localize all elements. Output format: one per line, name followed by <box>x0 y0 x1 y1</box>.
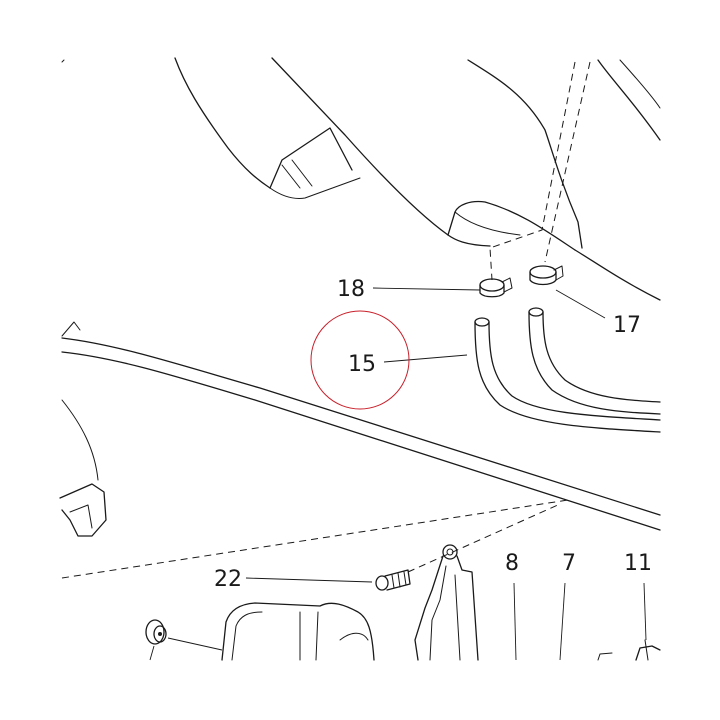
callout-11: 11 <box>624 551 652 576</box>
callout-7: 7 <box>562 551 576 576</box>
assembly-line-lower <box>61 499 569 579</box>
frame-rail <box>61 321 661 531</box>
callout-8: 8 <box>505 551 519 576</box>
callout-15: 15 <box>348 352 376 377</box>
right-lower-parts <box>597 639 661 661</box>
leader-18 <box>372 287 481 291</box>
hose-clamp-17 <box>529 265 564 286</box>
leader-bushing-down <box>149 645 155 661</box>
highlight-circle <box>310 310 410 410</box>
left-bracket <box>59 399 107 537</box>
callout-18: 18 <box>337 277 365 302</box>
lower-cover-panel <box>221 602 375 661</box>
leader-15 <box>383 354 468 363</box>
callout-17: 17 <box>613 313 641 338</box>
leader-17 <box>555 289 606 319</box>
assembly-line-right <box>544 61 591 263</box>
assembly-line-bolt <box>407 503 561 573</box>
leader-22 <box>245 577 373 583</box>
leader-8 <box>513 582 517 661</box>
upper-body-panel <box>61 57 661 301</box>
leader-bushing <box>167 637 223 651</box>
assembly-line-left <box>489 61 576 281</box>
hose-clamp-18 <box>479 277 513 298</box>
bushing <box>145 619 167 645</box>
hose-15 <box>474 307 661 433</box>
leader-7 <box>559 582 566 661</box>
callout-22: 22 <box>214 567 242 592</box>
bolt-22 <box>375 569 411 591</box>
leader-11 <box>643 582 647 641</box>
mounting-bracket-8 <box>414 544 479 661</box>
